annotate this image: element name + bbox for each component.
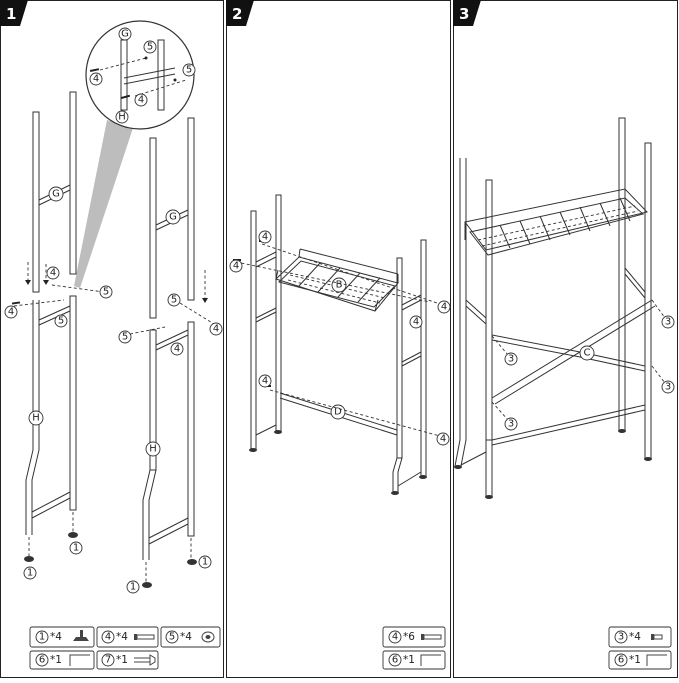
part-4-s2-c: 4	[441, 302, 447, 313]
legend-1-qty-1: *4	[50, 631, 62, 643]
label-G-zoom: G	[121, 29, 129, 40]
allen-key-icon	[420, 654, 441, 666]
step-1-number: 1	[6, 5, 16, 23]
legend-2-circle-2: 6	[392, 655, 398, 666]
part-4-left-a: 4	[50, 268, 56, 279]
legend-3-qty-1: *4	[629, 631, 641, 643]
legend-step-3: 3 *4 6 *1	[608, 626, 672, 670]
legend-1-qty-5: *1	[116, 654, 128, 666]
frame-right-side	[391, 239, 427, 495]
legend-3-qty-2: *1	[629, 654, 641, 666]
part-4-s2-f: 4	[440, 434, 446, 445]
part-4-zoom-b: 4	[138, 95, 144, 106]
part-3-s3-d: 3	[665, 382, 671, 393]
part-3-s3-a: 3	[508, 354, 514, 365]
panel-step-1: 1 G H 5 5 4 4	[0, 0, 224, 678]
part-4-left-b: 4	[8, 307, 14, 318]
frame-s3-right	[618, 117, 652, 461]
frame-right-bottom-H: H	[142, 321, 195, 560]
part-4-right-a: 4	[213, 324, 219, 335]
part-1-left-a: 1	[27, 568, 33, 579]
zoom-cone	[74, 120, 133, 288]
part-4-s2-e: 4	[262, 376, 268, 387]
label-G-right: G	[169, 212, 177, 223]
legend-1-circle-2: 4	[105, 632, 111, 643]
legend-1-circle-1: 1	[39, 632, 45, 643]
part-1-left-b: 1	[73, 543, 79, 554]
wire-basket-B: B	[275, 248, 399, 312]
part-5-left-b: 5	[58, 316, 64, 327]
legend-1-qty-2: *4	[116, 631, 128, 643]
step-2-badge	[226, 0, 254, 26]
legend-step-2: 4 *6 6 *1	[382, 626, 446, 670]
part-4-s2-d: 4	[413, 317, 419, 328]
legend-2-circle-1: 4	[392, 632, 398, 643]
part-1-right-b: 1	[130, 582, 136, 593]
legend-step-1: 1 *4 4 *4 5 *4 6 *1	[29, 626, 221, 670]
nut-icon	[201, 631, 215, 643]
label-B: B	[336, 280, 343, 291]
frame-left-side	[249, 194, 282, 452]
wire-basket-s3	[464, 188, 648, 262]
zoom-detail: G H 5 5 4 4	[85, 20, 196, 130]
part-5-left-a: 5	[103, 287, 109, 298]
step-3-number: 3	[459, 5, 469, 23]
panel-step-3: 3	[453, 0, 678, 678]
allen-key-icon	[646, 654, 667, 666]
part-3-s3-c: 3	[665, 317, 671, 328]
part-5-zoom-b: 5	[186, 65, 192, 76]
part-1-right-a: 1	[202, 557, 208, 568]
step-1-badge	[0, 0, 28, 26]
step-3-badge	[453, 0, 481, 26]
part-3-s3-b: 3	[508, 419, 514, 430]
legend-3-circle-1: 3	[618, 632, 624, 643]
label-G-left: G	[52, 189, 60, 200]
frame-left-bottom-H: H	[25, 295, 77, 535]
part-5-zoom-a: 5	[147, 42, 153, 53]
screw-icon	[134, 634, 155, 640]
frame-left-top-G: G	[32, 91, 77, 293]
label-H-left: H	[32, 413, 40, 424]
legend-2-qty-2: *1	[403, 654, 415, 666]
part-4-s2-b: 4	[233, 261, 239, 272]
label-H-right: H	[149, 444, 157, 455]
foot-icon	[73, 630, 89, 641]
label-H-zoom: H	[118, 112, 126, 123]
cross-brace-C: C	[491, 299, 656, 405]
part-4-right-b: 4	[174, 344, 180, 355]
bar-D: D	[279, 392, 398, 436]
label-C: C	[584, 348, 591, 359]
screw-icon	[421, 634, 442, 640]
legend-2-qty-1: *6	[403, 631, 415, 643]
part-5-right-a: 5	[171, 295, 177, 306]
small-screw-icon	[651, 634, 663, 640]
legend-3-circle-2: 6	[618, 655, 624, 666]
step-2-number: 2	[232, 5, 242, 23]
legend-1-circle-3: 5	[169, 632, 175, 643]
legend-1-qty-4: *1	[50, 654, 62, 666]
wrench-icon	[134, 654, 156, 666]
label-D: D	[334, 407, 342, 418]
allen-key-icon	[69, 654, 90, 666]
panel-step-2: 2	[226, 0, 451, 678]
legend-1-circle-5: 7	[105, 655, 111, 666]
frame-s3-left	[454, 158, 493, 499]
legend-1-circle-4: 6	[39, 655, 45, 666]
part-4-zoom-a: 4	[93, 74, 99, 85]
frame-right-top-G: G	[149, 117, 195, 319]
legend-1-qty-3: *4	[180, 631, 192, 643]
part-4-s2-a: 4	[262, 232, 268, 243]
part-5-right-b: 5	[122, 332, 128, 343]
